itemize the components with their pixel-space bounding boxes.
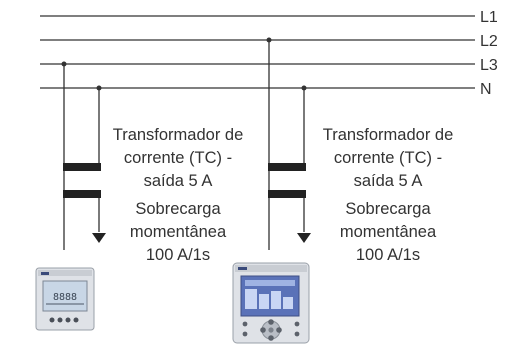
ct-primary-coil-left bbox=[63, 163, 101, 171]
overload-line1-left: Sobrecarga bbox=[135, 200, 221, 218]
overload-line2-left: momentânea bbox=[130, 223, 227, 241]
ground-arrow-right bbox=[297, 233, 311, 243]
bus-label-l2: L2 bbox=[480, 33, 498, 50]
ct-name-line2-left: corrente (TC) - bbox=[124, 149, 232, 167]
ground-arrow-left bbox=[92, 233, 106, 243]
right-connection bbox=[266, 37, 307, 250]
overload-line1-right: Sobrecarga bbox=[345, 200, 431, 218]
svg-text:8888: 8888 bbox=[53, 292, 77, 303]
digital-multimeter-small-icon: 8888 bbox=[35, 267, 95, 331]
ct-primary-coil-right bbox=[268, 163, 306, 171]
ct-name-line3-left: saída 5 A bbox=[144, 172, 213, 190]
ct-name-line2-right: corrente (TC) - bbox=[334, 149, 442, 167]
bus-label-l3: L3 bbox=[480, 57, 498, 74]
bus-label-n: N bbox=[480, 81, 492, 98]
ct-secondary-coil-left bbox=[63, 190, 101, 198]
bus-lines bbox=[40, 15, 475, 89]
overload-line2-right: momentânea bbox=[340, 223, 437, 241]
bus-label-l1: L1 bbox=[480, 9, 498, 26]
ct-name-line1-right: Transformador de bbox=[323, 126, 454, 144]
ct-name-line3-right: saída 5 A bbox=[354, 172, 423, 190]
left-connection bbox=[61, 61, 102, 250]
ct-name-line1-left: Transformador de bbox=[113, 126, 244, 144]
overload-line3-right: 100 A/1s bbox=[356, 246, 420, 264]
overload-line3-left: 100 A/1s bbox=[146, 246, 210, 264]
power-quality-analyzer-large-icon bbox=[232, 262, 310, 344]
ct-secondary-coil-right bbox=[268, 190, 306, 198]
